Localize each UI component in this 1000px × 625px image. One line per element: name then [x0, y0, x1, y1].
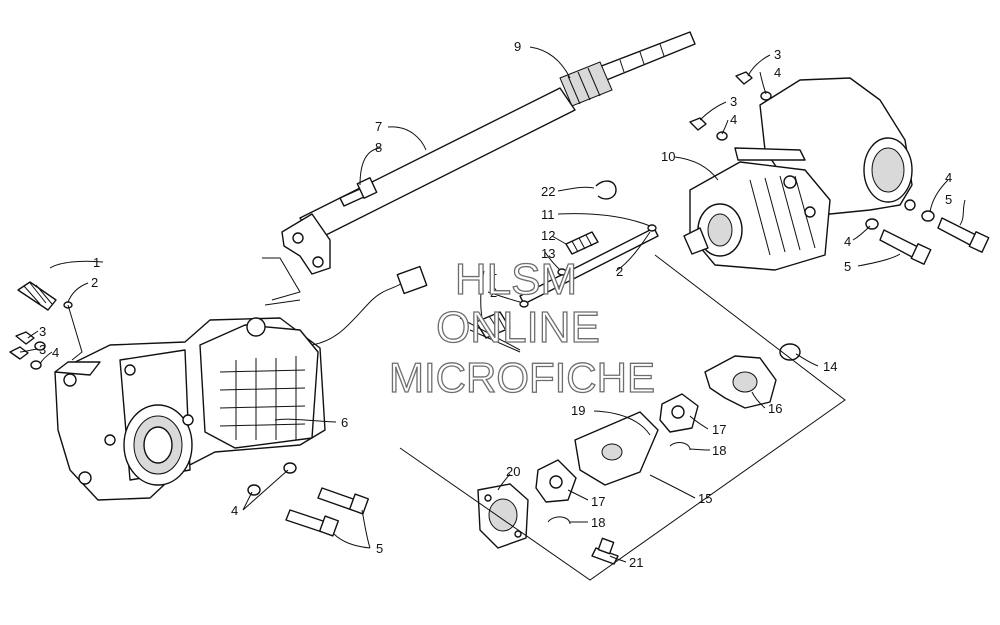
callout-6: 6: [341, 415, 348, 430]
callout-22: 22: [541, 184, 555, 199]
callout-2: 2: [91, 275, 98, 290]
yoke-16: [704, 355, 777, 409]
watermark: HLSM ONLINE MICROFICHE: [388, 254, 655, 401]
callout-7: 7: [375, 119, 382, 134]
callout-4: 4: [774, 65, 781, 80]
flange-20: [477, 483, 529, 549]
bolt-8: [339, 177, 378, 207]
connector: [396, 265, 428, 295]
cross-17-upper: [659, 393, 699, 433]
callout-12: 12: [541, 228, 555, 243]
washers-right: [689, 71, 935, 230]
callout-21: 21: [629, 555, 643, 570]
callout-16: 16: [768, 401, 782, 416]
shaft-outline: [262, 257, 301, 306]
callout-3: 3: [39, 342, 46, 357]
drive-tube: [281, 87, 576, 275]
watermark-line-3: MICROFICHE: [389, 354, 655, 401]
callout-2: 2: [616, 264, 623, 279]
watermark-line-2: ONLINE: [436, 303, 600, 352]
washer-2-center: [519, 300, 529, 308]
cross-17-lower: [535, 459, 577, 503]
callout-14: 14: [823, 359, 837, 374]
callout-19: 19: [571, 403, 585, 418]
callout-13: 13: [541, 246, 555, 261]
callout-5: 5: [844, 259, 851, 274]
clip-18-upper: [669, 442, 691, 451]
axle-shaft: [559, 31, 696, 107]
washer-13: [557, 268, 567, 276]
watermark-line-1: HLSM: [455, 255, 577, 304]
callout-17: 17: [591, 494, 605, 509]
bracket-center: [459, 317, 521, 353]
callout-8: 8: [375, 140, 382, 155]
callout-3: 3: [774, 47, 781, 62]
callout-4: 4: [844, 234, 851, 249]
callout-11: 11: [541, 207, 555, 222]
callout-17: 17: [712, 422, 726, 437]
bolt-21: [591, 537, 619, 565]
callout-20: 20: [506, 464, 520, 479]
callout-3: 3: [730, 94, 737, 109]
spring-12: [565, 231, 599, 255]
callout-1: 1: [490, 263, 497, 278]
front-gearcase: [54, 317, 326, 501]
callout-10: 10: [661, 149, 675, 164]
callout-9: 9: [514, 39, 521, 54]
callout-15: 15: [698, 491, 712, 506]
callout-4: 4: [730, 112, 737, 127]
callout-3: 3: [39, 324, 46, 339]
callout-4: 4: [945, 170, 952, 185]
o-ring-14: [779, 343, 801, 361]
clip-18-lower: [547, 516, 571, 525]
spring-1-left: [17, 281, 57, 311]
callout-18: 18: [712, 443, 726, 458]
callout-2: 2: [490, 285, 497, 300]
callout-4: 4: [52, 345, 59, 360]
callout-18: 18: [591, 515, 605, 530]
callout-5: 5: [376, 541, 383, 556]
rear-gearcase: [683, 77, 916, 271]
wire-harness: [311, 281, 405, 346]
bracket-15: [399, 254, 846, 581]
callout-4: 4: [231, 503, 238, 518]
bolts-5-right: [879, 217, 990, 265]
ring-22: [595, 180, 617, 200]
callout-5: 5: [945, 192, 952, 207]
callout-1: 1: [93, 255, 100, 270]
leader-lines: [19, 46, 966, 563]
callout-numbers: 1 2 3 3 4 6 4 5 9 7 8 3 4 3 4 10 4 5 4 5…: [39, 39, 952, 570]
yoke-19: [574, 411, 659, 486]
washer-2-right: [647, 224, 657, 232]
bolts-5-left: [285, 487, 370, 537]
